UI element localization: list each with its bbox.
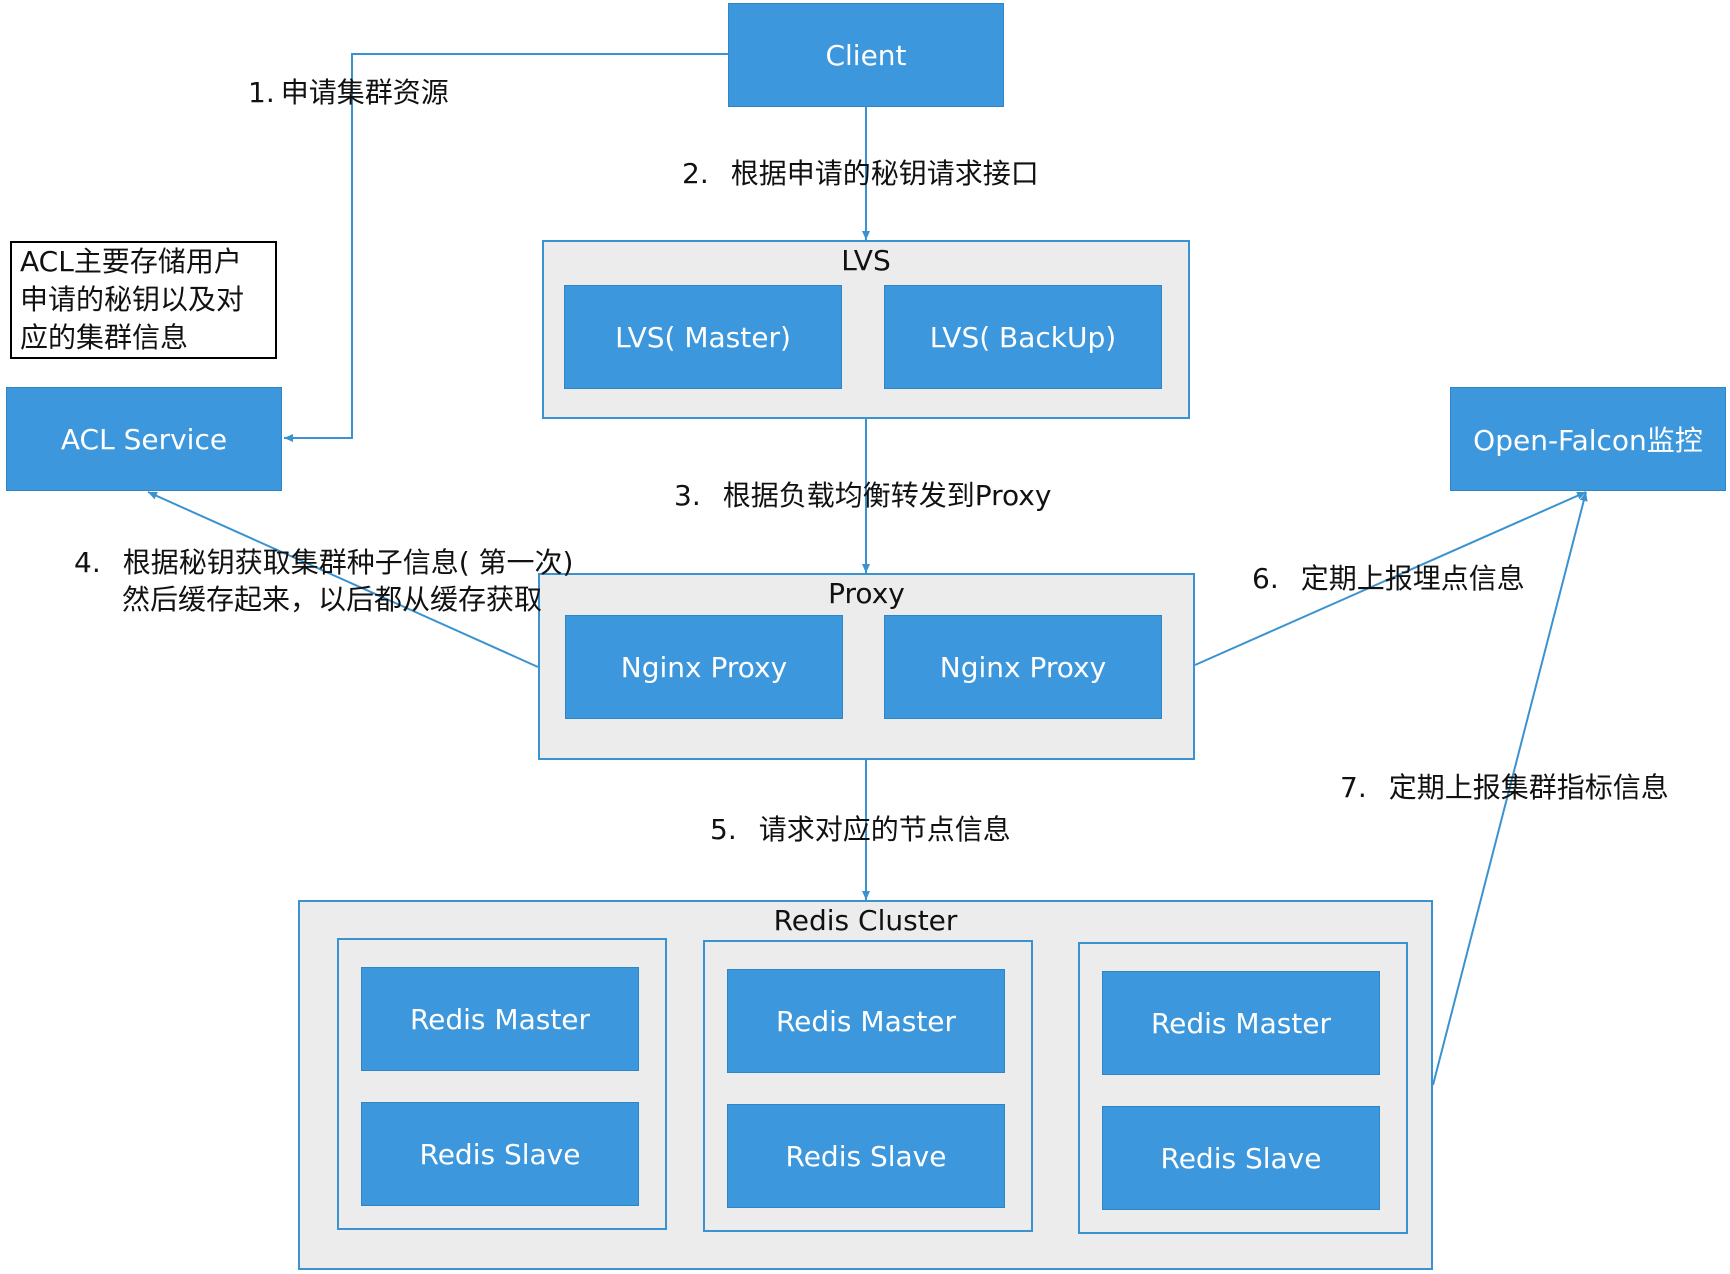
acl-note-line-3: 应的集群信息 <box>20 321 189 354</box>
lvs-backup-node: LVS( BackUp) <box>884 285 1162 389</box>
step-4-label: 4. 根据秘钥获取集群种子信息( 第一次) <box>74 544 573 582</box>
open-falcon-node: Open-Falcon监控 <box>1450 387 1726 491</box>
step-3-number: 3. <box>674 479 701 512</box>
step-7-text: 定期上报集群指标信息 <box>1388 771 1669 804</box>
step-4-text-line-1: 根据秘钥获取集群种子信息( 第一次) <box>122 546 574 579</box>
step-2-number: 2. <box>682 157 709 190</box>
acl-note: ACL主要存储用户 申请的秘钥以及对 应的集群信息 <box>10 241 277 359</box>
redis-cluster-title: Redis Cluster <box>773 904 958 937</box>
acl-note-line-1: ACL主要存储用户 <box>20 245 242 278</box>
redis-shard-1: Redis Master Redis Slave <box>337 938 667 1230</box>
proxy-group-title: Proxy <box>828 577 905 610</box>
step-4-number: 4. <box>74 546 101 579</box>
nginx-proxy-node-2: Nginx Proxy <box>884 615 1162 719</box>
redis-slave-node: Redis Slave <box>361 1102 639 1206</box>
step-5-number: 5. <box>710 813 737 846</box>
nginx-proxy-node-1: Nginx Proxy <box>565 615 843 719</box>
client-node: Client <box>728 3 1004 107</box>
step-6-number: 6. <box>1252 562 1279 595</box>
redis-master-node: Redis Master <box>361 967 639 1071</box>
step-1-text: 申请集群资源 <box>280 76 449 109</box>
step-3-label: 3. 根据负载均衡转发到Proxy <box>674 477 1051 515</box>
redis-master-node: Redis Master <box>1102 971 1380 1075</box>
step-2-text: 根据申请的秘钥请求接口 <box>730 157 1039 190</box>
acl-note-line-2: 申请的秘钥以及对 <box>20 283 245 316</box>
step-3-text: 根据负载均衡转发到Proxy <box>722 479 1052 512</box>
redis-slave-node: Redis Slave <box>1102 1106 1380 1210</box>
step-6-text: 定期上报埋点信息 <box>1300 562 1525 595</box>
step-4-text-line-2: 然后缓存起来，以后都从缓存获取 <box>122 583 543 616</box>
lvs-master-node: LVS( Master) <box>564 285 842 389</box>
lvs-group-title: LVS <box>841 244 891 277</box>
step-5-text: 请求对应的节点信息 <box>758 813 1011 846</box>
redis-master-node: Redis Master <box>727 969 1005 1073</box>
proxy-group: Proxy Nginx Proxy Nginx Proxy <box>538 573 1195 760</box>
step-6-label: 6. 定期上报埋点信息 <box>1252 560 1525 598</box>
step-1-number: 1. <box>248 76 275 109</box>
step-4-label-line-2: 然后缓存起来，以后都从缓存获取 <box>122 581 542 619</box>
step-5-label: 5. 请求对应的节点信息 <box>710 811 1011 849</box>
lvs-group: LVS LVS( Master) LVS( BackUp) <box>542 240 1190 419</box>
step-7-number: 7. <box>1340 771 1367 804</box>
redis-shard-3: Redis Master Redis Slave <box>1078 942 1408 1234</box>
redis-cluster-group: Redis Cluster Redis Master Redis Slave R… <box>298 900 1433 1270</box>
redis-slave-node: Redis Slave <box>727 1104 1005 1208</box>
redis-shard-2: Redis Master Redis Slave <box>703 940 1033 1232</box>
step-1-label: 1.申请集群资源 <box>248 74 449 112</box>
step-7-label: 7. 定期上报集群指标信息 <box>1340 769 1669 807</box>
acl-service-node: ACL Service <box>6 387 282 491</box>
step-2-label: 2. 根据申请的秘钥请求接口 <box>682 155 1039 193</box>
